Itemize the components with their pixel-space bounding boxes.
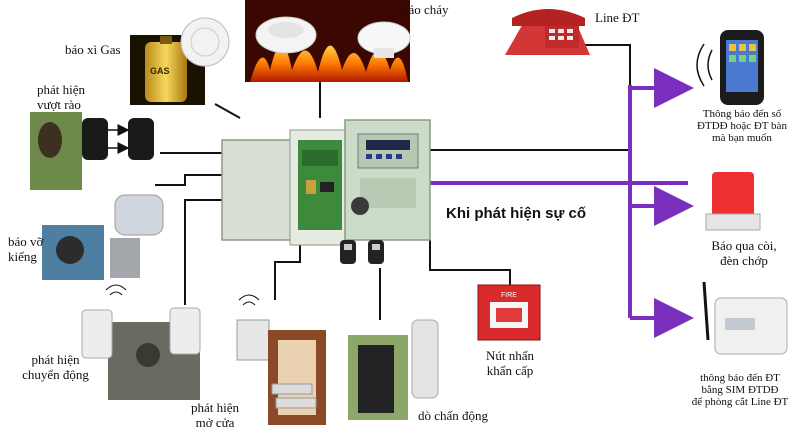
fire-sensors <box>245 0 411 82</box>
wire-motion <box>184 199 225 305</box>
label-glass-line2: kiếng <box>8 249 37 264</box>
label-panic: Nút nhấn khẩn cấp <box>470 348 550 378</box>
panic-button-caption: FIRE <box>501 292 517 299</box>
label-phone-notify: Thông báo đến số ĐTDĐ hoặc ĐT bàn mà bạn… <box>686 108 798 144</box>
label-gas: báo xì Gas <box>65 42 121 57</box>
label-door: phát hiện mở cửa <box>180 400 250 430</box>
label-sim-notify-line3: để phòng cắt Line ĐT <box>691 396 789 408</box>
desk-phone <box>505 9 590 55</box>
fence-sensor <box>30 112 154 190</box>
label-glass: báo vỡ kiếng <box>8 234 43 264</box>
gsm-dialer <box>702 281 788 355</box>
glass-break-sensor <box>42 194 164 280</box>
label-phone-notify-line3: mà bạn muốn <box>712 132 772 144</box>
gas-sensor <box>130 17 230 105</box>
wire-glass <box>155 174 225 186</box>
gas-can-caption: GAS <box>150 66 170 76</box>
label-phone-notify-line1: Thông báo đến số <box>702 108 782 120</box>
label-fence: phát hiện vượt rào <box>37 82 85 112</box>
label-panic-line2: khẩn cấp <box>486 363 534 378</box>
label-sim-notify: thông báo đến ĐT bằng SIM ĐTDĐ để phòng … <box>682 372 798 408</box>
label-siren-line1: Báo qua còi, <box>711 238 777 253</box>
door-sensor <box>236 294 326 425</box>
label-motion: phát hiện chuyển động <box>8 352 103 382</box>
output-arrows <box>430 68 694 338</box>
wire-door <box>274 240 301 300</box>
label-siren: Báo qua còi, đèn chớp <box>690 238 798 268</box>
wire-panic <box>429 240 511 285</box>
label-siren-line2: đèn chớp <box>720 253 768 268</box>
label-vibration: dò chấn động <box>418 408 489 423</box>
control-panel <box>221 119 431 246</box>
label-motion-line1: phát hiện <box>31 352 80 367</box>
label-headline: Khi phát hiện sự cố <box>446 205 587 222</box>
label-fence-line2: vượt rào <box>37 97 81 112</box>
label-panic-line1: Nút nhấn <box>485 348 535 363</box>
panic-button: FIRE <box>477 284 541 341</box>
label-door-line2: mở cửa <box>195 415 235 430</box>
label-fence-line1: phát hiện <box>37 82 86 97</box>
label-line-dt: Line ĐT <box>595 10 640 25</box>
label-phone-notify-line2: ĐTDĐ hoặc ĐT bàn <box>697 120 787 132</box>
siren-strobe <box>705 172 761 231</box>
vibration-sensor <box>348 319 439 420</box>
label-door-line1: phát hiện <box>190 400 239 415</box>
label-fire: báo cháy <box>402 2 449 17</box>
label-motion-line2: chuyển động <box>22 367 89 382</box>
wire-phone-line <box>430 44 631 151</box>
mobile-phone <box>696 30 764 105</box>
remote-controls <box>340 240 384 264</box>
label-sim-notify-line1: thông báo đến ĐT <box>700 372 780 384</box>
label-sim-notify-line2: bằng SIM ĐTDĐ <box>701 384 779 396</box>
motion-sensor <box>81 284 201 400</box>
label-glass-line1: báo vỡ <box>8 234 44 249</box>
wire-gas <box>214 103 241 119</box>
